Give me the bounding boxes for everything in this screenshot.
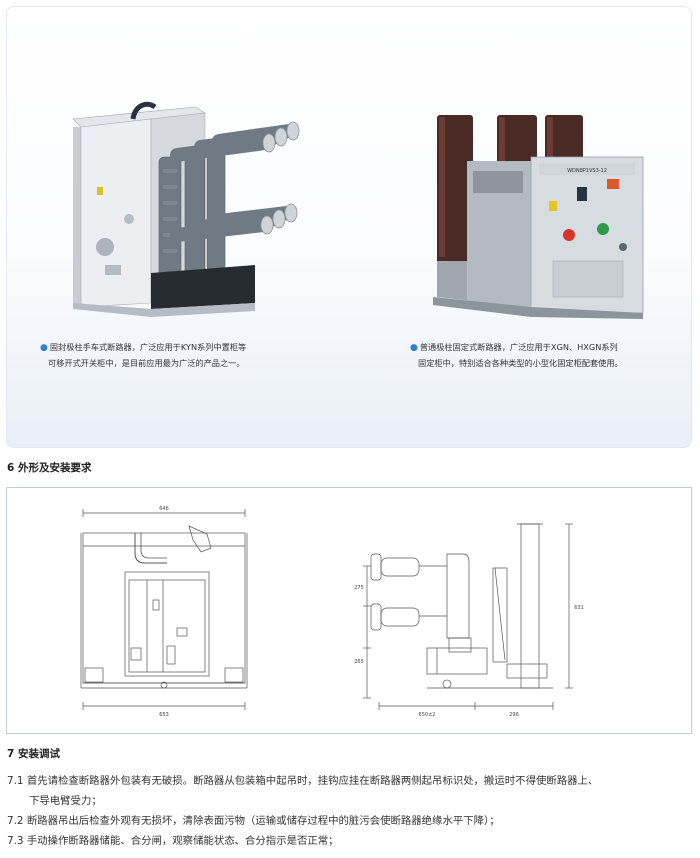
product-1-caption-line1: 固封极柱手车式断路器，广泛应用于KYN系列中置柜等 xyxy=(49,342,247,352)
step-7-3-text: 7.3 手动操作断路器储能、合分闸，观察储能状态、合分指示是否正常； xyxy=(7,835,339,847)
dim-total-height: 631 xyxy=(574,605,584,611)
step-7-1: 7.1 首先请检查断路器外包装有无破损。断路器从包装箱中起吊时，挂钩应挂在断路器… xyxy=(7,771,697,811)
product-2-caption: ●普通极柱固定式断路器，广泛应用于XGN、HXGN系列 固定柜中，特别适合各种类… xyxy=(410,340,623,371)
fixed-breaker-image: WDN8P1VS3-12 xyxy=(433,115,644,319)
dim-phase-spacing: 275 xyxy=(354,585,364,591)
product-2-caption-line2: 固定柜中，特别适合各种类型的小型化固定柜配套使用。 xyxy=(418,358,623,368)
product-1-caption-line2: 可移开式开关柜中，是目前应用最为广泛的产品之一。 xyxy=(48,358,245,368)
nameplate-label: WDN8P1VS3-12 xyxy=(567,168,607,174)
step-7-2-text: 7.2 断路器吊出后检查外观有无损坏，清除表面污物（运输或储存过程中的脏污会使断… xyxy=(7,815,500,827)
bullet-icon: ● xyxy=(40,343,48,353)
step-7-1-text: 7.1 首先请检查断路器外包装有无破损。断路器从包装箱中起吊时，挂钩应挂在断路器… xyxy=(7,775,599,787)
dimension-drawing-panel: 646 653 275 265 631 650±2 296 xyxy=(6,487,692,734)
dim-depth-front: 650±2 xyxy=(419,712,436,718)
product-1-caption: ●固封极柱手车式断路器，广泛应用于KYN系列中置柜等 可移开式开关柜中，是目前应… xyxy=(40,340,246,371)
step-7-2: 7.2 断路器吊出后检查外观有无损坏，清除表面污物（运输或储存过程中的脏污会使断… xyxy=(7,811,500,831)
step-7-1-continuation: 下导电臂受力； xyxy=(29,795,102,807)
product-panel: WDN8P1VS3-12 ●固封极柱手车式断路器，广泛应用于KYN系列中置柜等 … xyxy=(6,6,692,448)
step-7-3: 7.3 手动操作断路器储能、合分闸，观察储能状态、合分指示是否正常； xyxy=(7,831,339,851)
dim-width-bottom: 653 xyxy=(159,712,169,718)
dim-depth-rear: 296 xyxy=(509,712,519,718)
bullet-icon: ● xyxy=(410,343,418,353)
section-6-title: 6 外形及安装要求 xyxy=(7,462,92,474)
dim-lower-height: 265 xyxy=(354,659,364,665)
section-7-title: 7 安装调试 xyxy=(7,748,60,760)
product-2-caption-line1: 普通极柱固定式断路器，广泛应用于XGN、HXGN系列 xyxy=(419,342,618,352)
withdrawable-breaker-image xyxy=(72,101,300,317)
dimension-drawing: 646 653 275 265 631 650±2 296 xyxy=(80,506,584,718)
dim-width-top: 646 xyxy=(159,506,169,512)
